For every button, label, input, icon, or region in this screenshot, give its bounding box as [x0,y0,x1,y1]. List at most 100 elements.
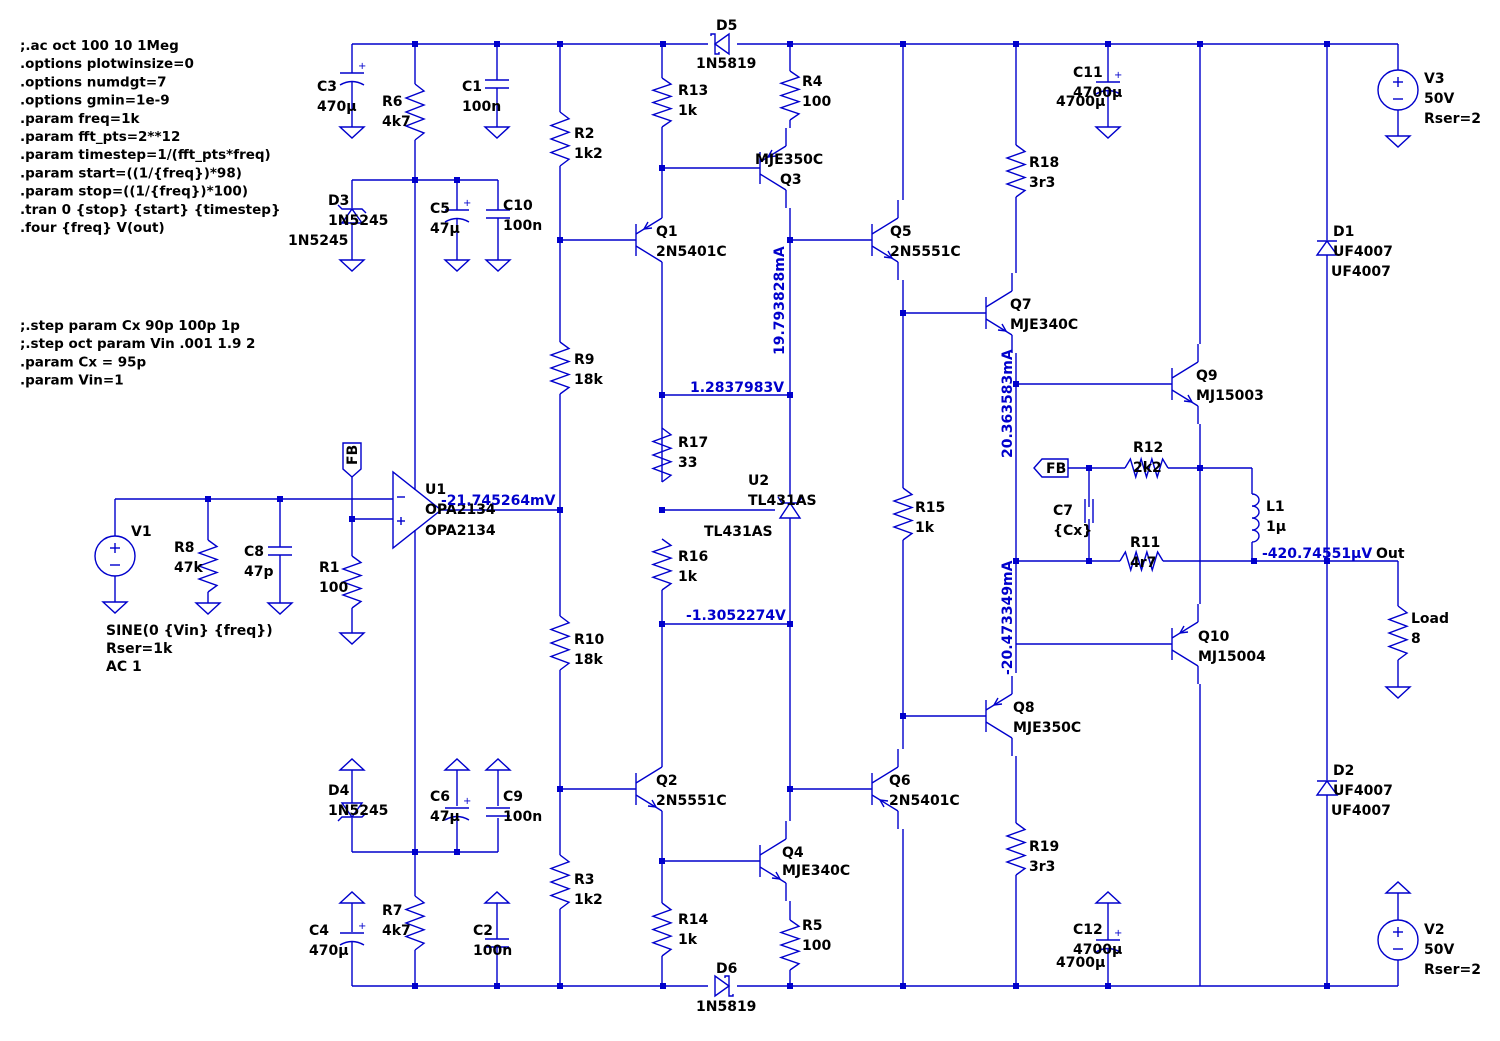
junction-dot [494,41,500,47]
c1-label: 100n [462,99,501,115]
q1-label: Q1 [656,224,678,240]
q6-transistor-leg [871,766,899,784]
fb-flag-opamp-text: FB [345,445,361,465]
junction-dot [557,786,563,792]
r19-resistor [1004,822,1028,876]
c7-label: C7 [1053,503,1073,519]
r7-resistor [404,895,426,951]
r1-resistor [340,555,364,609]
c4-label: C4 [309,923,329,939]
c9-label: C9 [503,789,523,805]
c9-label: 100n [503,809,542,825]
u2-label: TL431AS [748,493,817,509]
junction-dot [900,41,906,47]
d6-name: D6 [716,961,737,977]
u2-label: U2 [748,473,769,489]
junction-dot [659,507,665,513]
junction-dot [1251,558,1257,564]
c6-label: 47µ [430,809,460,825]
fb-flag-out-shape [1033,458,1069,478]
q4-name: Q4 [782,845,804,861]
r17-label: 33 [678,455,697,471]
junction-dot [1086,465,1092,471]
q2-transistor-leg [635,766,663,784]
d6-schottky-bar [724,975,734,997]
ground-icon [338,126,366,139]
spice-directive: .param freq=1k [20,111,140,127]
q8-transistor [985,676,1013,756]
c3-cap: + [339,61,366,86]
v2-source-circle [1377,919,1419,961]
q4-part: MJE340C [782,863,850,879]
q9-transistor-leg [1171,389,1199,407]
q1-transistor-arrow [642,221,653,230]
u1-triangle [392,470,443,550]
spice-directive: ;.step param Cx 90p 100p 1p [20,318,240,334]
q9-transistor [1171,344,1199,424]
d2-part: UF4007 [1331,803,1391,819]
q2-transistor [635,749,663,829]
q5-transistor [871,200,899,280]
load-label: 8 [1411,631,1421,647]
r17-resistor [651,427,673,483]
ground-icon [484,259,512,272]
node-voltage-pos: 1.2837983V [690,380,784,396]
r12-label: 2k2 [1133,460,1162,476]
c2-label: C2 [473,923,493,939]
spice-directive: .param timestep=1/(fft_pts*freq) [20,147,271,163]
ground-icon [338,632,366,645]
q7-label: MJE340C [1010,317,1078,333]
q7-label: Q7 [1010,297,1032,313]
q5-label: 2N5551C [890,244,961,260]
d1-label: D1 [1333,224,1354,240]
junction-dot [412,849,418,855]
d6-part: 1N5819 [696,999,756,1015]
c9-cap [486,807,510,817]
junction-dot [1013,558,1019,564]
r14-resistor [650,902,674,957]
u2-part: TL431AS [704,524,773,540]
r14-label: R14 [678,912,709,928]
r9-resistor-zigzag [548,341,572,395]
r3-label: 1k2 [574,892,603,908]
u1-opamp [392,470,443,550]
junction-dot [205,496,211,502]
r17-label: R17 [678,435,708,451]
q9-label: MJ15003 [1196,388,1264,404]
c11-label: 4700µ [1073,85,1122,101]
r1-label: R1 [319,560,340,576]
c3-cap-plate-curved [339,80,365,86]
d2-diode [1315,779,1339,796]
c7-cap [1084,499,1094,523]
junction-dot [412,41,418,47]
r18-label: 3r3 [1029,175,1055,191]
d3-label: 1N5245 [328,213,388,229]
fb-flag-opamp-shape [342,442,362,478]
r5-label: R5 [802,918,823,934]
q8-current: -20.473349mA [1000,560,1016,675]
junction-dot [660,41,666,47]
r6-label: 4k7 [382,114,411,130]
c5-cap-plate-curved [444,217,470,223]
r9-label: R9 [574,352,595,368]
v3-label: V3 [1424,71,1445,87]
r2-label: R2 [574,126,595,142]
junction-dot [1324,983,1330,989]
ground-icon [1094,891,1122,904]
q3-name: Q3 [780,172,802,188]
junction-dot [659,165,665,171]
junction-dot [1324,41,1330,47]
r18-resistor [1004,144,1028,198]
u2-shunt-regulator [777,496,803,519]
q8-transistor-arrow [992,697,1003,706]
v1-source [94,535,136,577]
d5-name: D5 [716,18,737,34]
d5-schottky [710,32,730,56]
ground-icon [338,758,366,771]
r17-resistor-zigzag [651,427,673,483]
q2-transistor-leg [635,794,663,812]
r10-resistor [549,615,571,671]
d6-schottky-body [714,974,731,998]
spice-directive: .param fft_pts=2**12 [20,129,180,145]
